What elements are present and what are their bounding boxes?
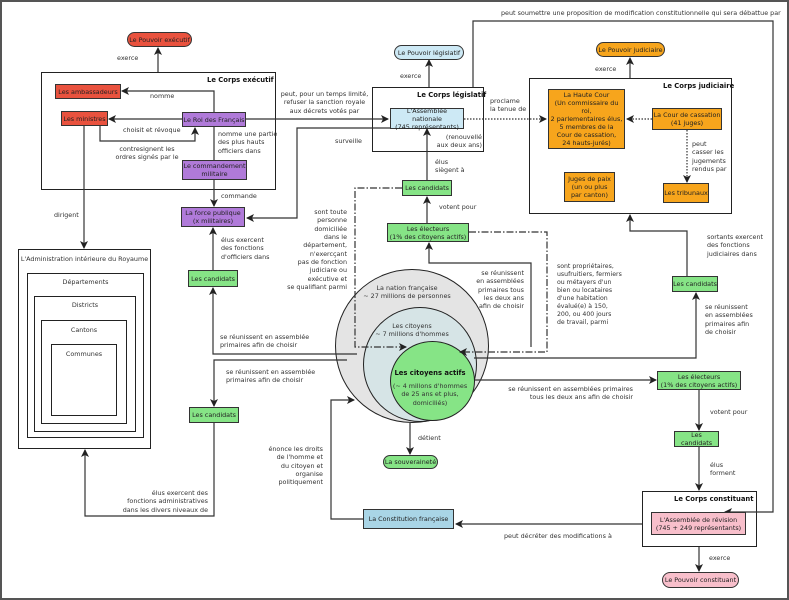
label-exerce-exec: exerce [117,54,139,62]
label-reunissent-const: se réunissent en assemblées primaires to… [508,385,633,402]
ministres-box: Les ministres [61,111,108,126]
edge-surveille [246,127,390,222]
corps-judiciaire-title: Le Corps judiciaire [663,82,735,90]
candidats-admin-box: Les candidats [189,407,239,423]
commandement-box: Le commandement militaire [182,160,247,180]
label-surveille: surveille [335,137,362,145]
label-contresignent: contresignent les ordres signés par le [115,145,179,162]
candidats-const-box: Les candidats [674,431,719,447]
constitution-box: La Constitution française [363,509,454,529]
label-votent-const: votent pour [710,408,748,416]
edge-citizens-candidats-officiers [209,287,357,355]
tribunaux-box: Les tribunaux [663,183,709,203]
candidats-leg-box: Les candidats [402,180,452,196]
edge-roi-ambassadeurs [121,87,215,112]
level-departements: Départements [62,278,109,286]
label-nomme: nomme [150,92,175,100]
assemblee-nationale-box: L'Assemblée nationale (745 représentants… [390,107,464,131]
label-nation: La nation française ~ 27 millions de per… [363,284,451,301]
label-reunissent-2: se réunissent en assemblée primaires afi… [226,368,316,385]
label-reunissent-leg: se réunissent en assemblées primaires to… [476,269,524,311]
level-districts: Districts [71,301,99,309]
label-exerce-jud: exerce [595,65,617,73]
pouvoir-constituant: Le Pouvoir constituant [662,572,739,588]
label-proclame: proclame la tenue de [490,97,527,114]
communes-frame [51,344,117,416]
label-exerce-const: exerce [709,554,731,562]
label-sortants: sortants exercent des fonctions judiciai… [707,233,764,258]
label-nomme-officiers: nomme une partie des plus hauts officier… [218,130,278,155]
label-decreter: peut décréter des modifications à [504,532,612,540]
active-citizens-desc: (~ 4 millons d'hommes de 25 ans et plus,… [392,382,468,407]
pouvoir-executif: Le Pouvoir exécutif [127,32,192,47]
label-renouvelle: (renouvellé aux deux ans) [436,133,482,150]
label-proposal: peut soumettre une proposition de modifi… [501,9,781,17]
edge-electors-condition [459,231,548,356]
force-publique-box: La force publique (x militaires) [181,207,245,227]
corps-executif-title: Le Corps exécutif [207,76,274,84]
pouvoir-legislatif: Le Pouvoir législatif [394,45,464,60]
cour-cassation-box: La Cour de cassation (41 juges) [652,108,722,130]
label-reunissent-1: se réunissent en assemblée primaires afi… [220,333,310,350]
edge-citizens-candidats-admin [210,359,347,407]
electeurs-const-box: Les électeurs (1% des citoyens actifs) [657,371,741,390]
administration-title: L'Administration intérieure du Royaume [20,255,149,263]
edge-candidats-judiciaire [626,214,688,276]
label-commande: commande [221,192,257,200]
edge-eligibility [354,187,407,351]
electeurs-leg-box: Les électeurs (1% des citoyens actifs) [387,223,469,242]
label-choisit: choisit et révoque [123,126,181,134]
juges-de-paix-box: Juges de paix (un ou plus par canton) [564,172,615,202]
label-eligibility: sont toute personne domiciliée dans le d… [287,208,347,291]
label-officiers: élus exercent des fonctions d'officiers … [221,236,270,261]
label-admin: élus exercent des fonctions administrati… [122,489,208,514]
label-detient: détient [418,434,441,442]
candidats-jud-box: Les candidats [672,276,718,292]
label-citoyens: Les citoyens ~ 7 millions d'hommes [375,322,449,339]
level-communes: Communes [65,350,103,358]
level-cantons: Cantons [70,326,98,334]
souverainete-pill: La souveraineté [383,455,438,469]
corps-legislatif-title: Le Corps législatif [417,91,487,99]
edge-citizens-candidats-jud [474,292,700,359]
label-votent-leg: votent pour [439,203,477,211]
pouvoir-judiciaire: Le Pouvoir judiciaire [596,42,665,57]
label-exerce-leg: exerce [400,72,422,80]
roi-box: Le Roi des Français [182,112,246,127]
label-electors-condition: sont propriétaires, usufruitiers, fermie… [557,263,622,327]
label-elus-siegent: élus siègent à [435,158,465,175]
edge-ministres-roi [99,126,199,142]
edge-proposal [472,20,774,516]
active-citizens-title: Les citoyens actifs [394,369,466,377]
label-casser: peut casser les jugements rendus par [692,140,727,173]
label-dirigent: dirigent [54,211,79,219]
label-enonce: énonce les droits de l'homme et du citoy… [268,445,323,487]
label-reunissent-jud: se réunissent en assemblées primaires af… [705,303,753,336]
candidats-officiers-box: Les candidats [188,270,238,287]
label-veto: peut, pour un temps limité, refuser la s… [280,90,369,115]
haute-cour-box: La Haute Cour (Un commissaire du roi, 2 … [548,89,625,149]
ambassadeurs-box: Les ambassadeurs [55,84,121,99]
corps-constituant-title: Le Corps constituant [674,495,754,503]
edge-candidats-admin [81,422,215,517]
edge-enonce [330,396,363,520]
label-forment: élus forment [710,461,736,478]
edge-citizens-electeurs [425,242,532,347]
assemblee-revision-box: L'Assemblée de révision (745 + 249 repré… [651,512,746,535]
